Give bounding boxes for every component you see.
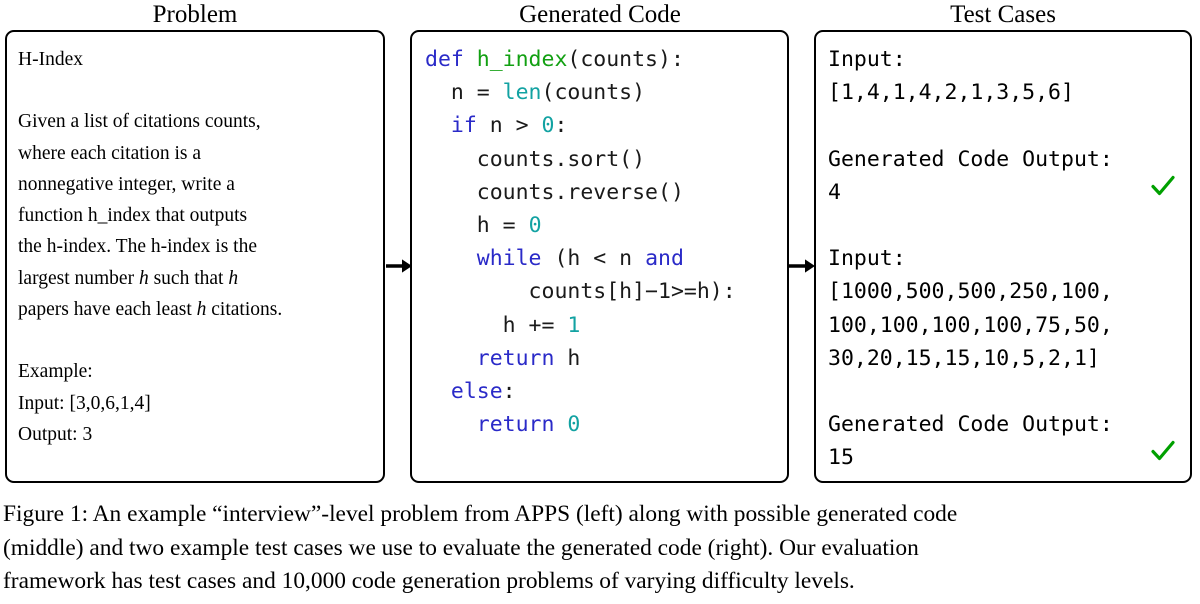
column-title-test-cases: Test Cases [950,1,1056,28]
problem-description-line: function h_index that outputs [18,205,248,227]
math-variable-h: h [196,299,207,321]
code-token: : [554,113,568,139]
code-line: else: [425,375,787,408]
code-line: counts.reverse() [425,176,787,209]
code-token [554,412,567,437]
code-line: return h [425,342,787,375]
problem-description-line: nonnegative integer, write a [18,173,235,195]
test-input-label: Input: [828,246,906,272]
code-token: h_index [476,47,568,72]
spacer [828,375,1190,408]
text-fragment: largest number [18,267,139,289]
code-token: h += [425,312,568,338]
test-cases-panel: Input: [1,4,1,4,2,1,3,5,6] Generated Code… [814,30,1192,483]
test-input-value: 100,100,100,100,75,50, [828,312,1113,338]
code-token [425,412,477,437]
code-token: n = [425,80,503,106]
text-fragment: such that [148,267,229,289]
problem-description-line: where each citation is a [18,142,201,164]
test-output-row: 15 [828,441,1190,474]
test-input-value: 30,20,15,15,10,5,2,1] [828,345,1100,371]
caption-line: Figure 1: An example “interview”-level p… [3,501,958,527]
test-output-value: 15 [828,445,854,471]
spacer [18,75,375,106]
spacer [18,325,375,356]
text-fragment: papers have each least [18,299,197,321]
code-token: (counts): [567,47,684,72]
test-input-value: [1,4,1,4,2,1,3,5,6] [828,80,1074,106]
test-output-label: Generated Code Output: [828,146,1113,172]
code-token: 1 [567,312,581,338]
code-token: >=h): [670,279,736,305]
code-token: counts.reverse() [425,179,684,205]
problem-text: H-Index Given a list of citations counts… [7,32,383,450]
code-token: : [502,378,516,404]
figure-caption: Figure 1: An example “interview”-level p… [3,498,1197,599]
code-token: h [554,345,581,371]
math-variable-h: h [228,267,239,289]
arrow-right-icon [789,258,816,274]
code-token: return [476,345,555,371]
code-line: return 0 [425,408,787,441]
code-line: counts[h]−1>=h): [425,275,787,308]
code-line: while (h < n and [425,242,787,275]
code-token: 0 [567,412,581,438]
problem-panel: H-Index Given a list of citations counts… [5,30,385,483]
test-input-label: Input: [828,47,906,72]
code-token [425,113,451,138]
code-token: else [450,378,503,404]
code-token [425,246,477,271]
problem-description-line: the h-index. The h-index is the [18,236,257,258]
code-token: len [502,80,542,106]
code-token: 0 [528,212,542,238]
problem-description-line: papers have each least h citations. [18,294,375,325]
code-line: def h_index(counts): [425,43,787,76]
code-token: 0 [541,113,555,139]
code-token: return [476,412,555,438]
generated-code-panel: def h_index(counts): n = len(counts) if … [410,30,789,483]
code-token [425,379,451,404]
test-input-value: [1000,500,500,250,100, [828,279,1113,305]
problem-description-line: Given a list of citations counts, [18,111,261,133]
caption-line: (middle) and two example test cases we u… [3,534,919,561]
code-token: h = [425,212,529,238]
example-output: Output: 3 [18,423,93,445]
test-cases-block: Input: [1,4,1,4,2,1,3,5,6] Generated Code… [816,32,1190,474]
arrow-right-icon [386,258,413,274]
code-token: def [425,47,477,72]
problem-description-line: largest number h such that h [18,263,375,294]
spacer [828,109,1190,142]
code-block: def h_index(counts): n = len(counts) if … [412,32,787,441]
code-token: counts.sort() [425,146,646,172]
code-line: h = 0 [425,209,787,242]
caption-line: framework has test cases and 10,000 code… [3,568,855,594]
code-token: counts[h]−1 [425,279,671,305]
code-line: h += 1 [425,309,787,342]
test-output-label: Generated Code Output: [828,412,1113,438]
example-input: Input: [3,0,6,1,4] [18,392,151,414]
code-token: while [476,246,542,272]
column-title-problem: Problem [152,1,238,28]
code-line: if n > 0: [425,109,787,142]
code-line: n = len(counts) [425,76,787,109]
code-token: if [450,113,477,139]
example-label: Example: [18,361,93,383]
test-output-value: 4 [828,179,841,205]
math-variable-h: h [138,267,149,289]
column-title-generated-code: Generated Code [519,1,681,28]
text-fragment: citations. [206,299,283,321]
problem-name: H-Index [18,49,83,70]
test-output-row: 4 [828,173,1190,209]
code-token [425,346,477,371]
code-token: (counts) [541,80,646,106]
check-icon [1150,173,1176,199]
spacer [828,209,1190,242]
code-token: (h < n [541,246,646,272]
code-token: and [645,246,684,272]
code-line: counts.sort() [425,143,787,176]
check-icon [1150,438,1176,464]
code-token: n > [476,113,542,139]
